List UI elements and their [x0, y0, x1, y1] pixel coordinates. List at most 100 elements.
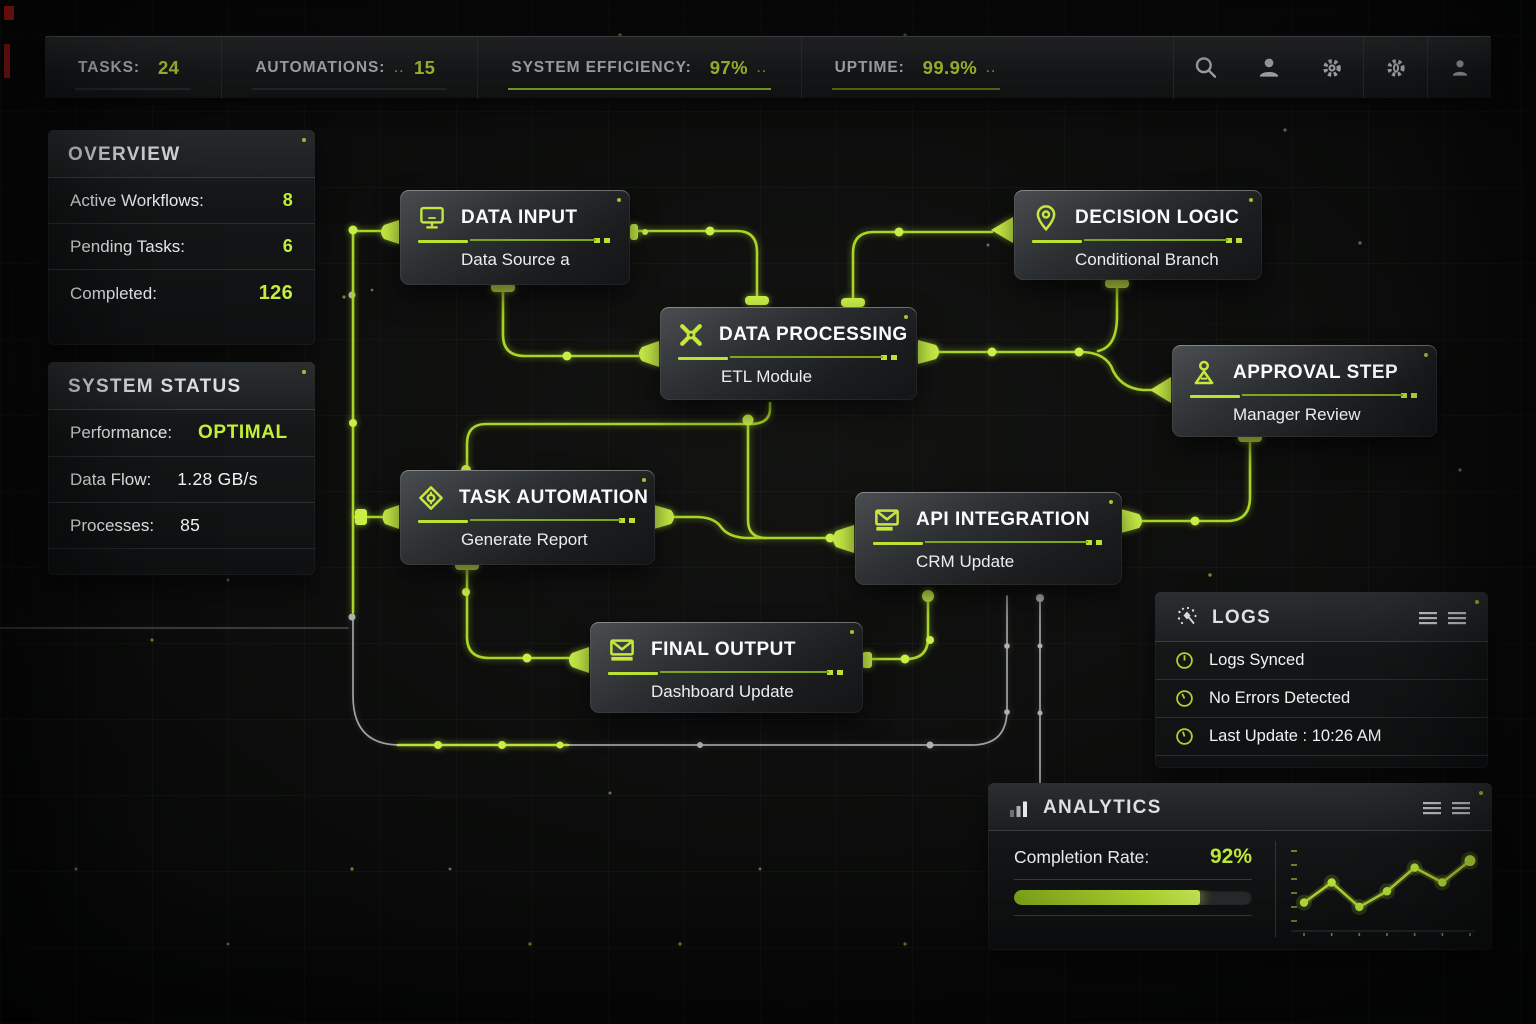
- node-title: APPROVAL STEP: [1233, 362, 1399, 383]
- node-trace-line: [608, 670, 845, 676]
- node-decision-logic[interactable]: DECISION LOGIC Conditional Branch: [1014, 190, 1262, 280]
- analytics-menu-button[interactable]: [1423, 801, 1472, 816]
- system-status-panel: SYSTEM STATUS Performance: OPTIMAL Data …: [48, 362, 315, 575]
- node-title: DECISION LOGIC: [1075, 207, 1240, 228]
- corner-dot: [1475, 600, 1479, 604]
- monitor-icon: [416, 203, 448, 233]
- node-subtitle: Generate Report: [461, 530, 588, 549]
- bar-chart-icon: [1008, 797, 1030, 819]
- row-label: Active Workflows:: [70, 190, 204, 210]
- node-trace-line: [418, 238, 612, 244]
- trend-sparkline: [1291, 850, 1478, 936]
- top-status-bar: TASKS: 24 AUTOMATIONS: .. 15 SYSTEM EFFI…: [45, 36, 1491, 99]
- row-label: Processes:: [70, 515, 155, 535]
- completion-progress-bar: [1014, 890, 1252, 905]
- overview-panel: OVERVIEW Active Workflows: 8 Pending Tas…: [48, 130, 315, 345]
- log-text: Logs Synced: [1209, 651, 1305, 669]
- progress-fill: [1014, 890, 1200, 905]
- menu-icon: [1419, 611, 1437, 624]
- log-text: Last Update : 10:26 AM: [1209, 727, 1382, 745]
- row-value: 126: [258, 282, 293, 304]
- row-value: 8: [282, 190, 293, 210]
- node-data-processing[interactable]: DATA PROCESSING ETL Module: [660, 307, 917, 400]
- corner-dot: [1424, 353, 1428, 357]
- stat-dots: ..: [756, 60, 768, 75]
- node-task-automation[interactable]: TASK AUTOMATION Generate Report: [400, 470, 655, 565]
- row-value: 1.28 GB/s: [177, 469, 258, 489]
- stat-underline: [831, 88, 1000, 90]
- stat-label: TASKS:: [78, 58, 140, 76]
- mail-icon: [871, 505, 903, 535]
- node-trace-line: [1190, 393, 1419, 399]
- person-icon: [1188, 358, 1220, 388]
- stat-value: 24: [157, 56, 180, 78]
- node-api-integration[interactable]: API INTEGRATION CRM Update: [855, 492, 1122, 585]
- completion-rate-label: Completion Rate:: [1014, 847, 1150, 867]
- node-title: DATA PROCESSING: [719, 324, 908, 345]
- node-approval-step[interactable]: APPROVAL STEP Manager Review: [1172, 345, 1437, 437]
- clock-icon: [1175, 689, 1194, 708]
- corner-dot: [302, 138, 306, 142]
- node-trace-line: [873, 540, 1104, 546]
- search-icon: [1193, 55, 1219, 81]
- node-subtitle: CRM Update: [916, 552, 1015, 571]
- map-pin-icon: [1030, 203, 1062, 233]
- menu-icon: [1423, 801, 1441, 814]
- stat-underline: [508, 88, 771, 90]
- completion-rate-value: 92%: [1209, 845, 1252, 868]
- overview-row: Completed: 126: [48, 270, 315, 317]
- stat-system-efficiency: SYSTEM EFFICIENCY: 97% ..: [478, 36, 802, 99]
- stat-tasks: TASKS: 24: [45, 36, 223, 99]
- stat-dots: ..: [394, 60, 405, 75]
- corner-dot: [642, 478, 646, 482]
- menu-icon: [1448, 611, 1466, 624]
- logs-header: LOGS: [1155, 592, 1488, 642]
- corner-dot: [302, 370, 306, 374]
- log-entry: Last Update : 10:26 AM: [1155, 718, 1488, 756]
- node-trace-line: [678, 355, 899, 361]
- node-subtitle: Manager Review: [1233, 405, 1361, 424]
- user-button[interactable]: [1237, 36, 1300, 99]
- divider: [1275, 841, 1276, 938]
- stat-underline: [75, 88, 192, 90]
- analytics-panel: ANALYTICS Completion Rate: 92%: [988, 783, 1492, 950]
- node-subtitle: ETL Module: [721, 367, 813, 386]
- stat-automations: AUTOMATIONS: .. 15: [222, 36, 479, 99]
- row-value: 85: [180, 515, 201, 535]
- node-data-input[interactable]: DATA INPUT Data Source a: [400, 190, 630, 285]
- system-status-row: Performance: OPTIMAL: [48, 410, 315, 457]
- overview-row: Active Workflows: 8: [48, 178, 315, 224]
- row-label: Completed:: [70, 283, 157, 303]
- stat-label: AUTOMATIONS:: [255, 58, 386, 76]
- node-title: TASK AUTOMATION: [459, 487, 649, 508]
- mail-icon: [606, 635, 638, 665]
- corner-dot: [1109, 500, 1113, 504]
- profile-button[interactable]: [1427, 36, 1491, 99]
- clock-icon: [1175, 727, 1194, 746]
- settings-button[interactable]: [1300, 36, 1363, 99]
- menu-icon: [1452, 801, 1470, 814]
- analytics-header: ANALYTICS: [988, 783, 1492, 831]
- stat-value: 99.9%: [922, 56, 978, 78]
- node-subtitle: Conditional Branch: [1075, 250, 1219, 269]
- row-label: Performance:: [70, 423, 173, 442]
- system-settings-button[interactable]: [1363, 36, 1427, 99]
- corner-dot: [617, 198, 621, 202]
- logs-menu-button[interactable]: [1419, 611, 1468, 626]
- search-button[interactable]: [1173, 36, 1237, 99]
- divider: [1014, 879, 1252, 880]
- log-entry: No Errors Detected: [1155, 680, 1488, 718]
- edge-artifact: [4, 44, 10, 78]
- corner-dot: [904, 315, 908, 319]
- analytics-content: Completion Rate: 92%: [988, 831, 1492, 948]
- log-text: No Errors Detected: [1209, 689, 1351, 707]
- overview-header: OVERVIEW: [48, 130, 315, 178]
- stat-value: 97%: [709, 56, 748, 78]
- row-value: OPTIMAL: [198, 422, 288, 443]
- node-subtitle: Data Source a: [461, 250, 570, 269]
- panel-title: OVERVIEW: [68, 144, 181, 165]
- edge-artifact: [4, 6, 14, 20]
- panel-title: ANALYTICS: [1043, 797, 1162, 818]
- node-final-output[interactable]: FINAL OUTPUT Dashboard Update: [590, 622, 863, 713]
